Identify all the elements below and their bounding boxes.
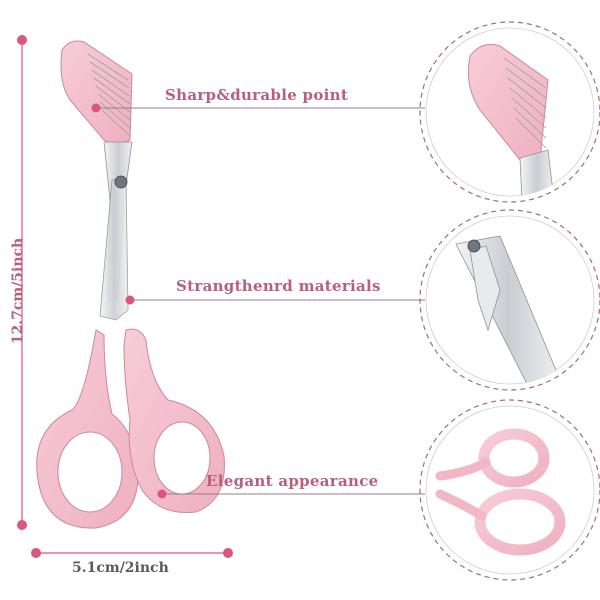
height-bottom-dot <box>17 520 27 530</box>
eyebrow-scissors <box>36 40 225 529</box>
width-dimension-line <box>31 548 233 558</box>
detail-circle-blade <box>419 209 600 391</box>
width-right-dot <box>223 548 233 558</box>
width-left-dot <box>31 548 41 558</box>
callout-sharp-durable-point: Sharp&durable point <box>165 86 349 104</box>
lower-blade <box>99 177 129 321</box>
detail-circle-comb <box>419 21 600 203</box>
height-top-dot <box>17 35 27 45</box>
callout-strengthened-materials: Strangthenrd materials <box>176 277 381 295</box>
width-dimension-label: 5.1cm/2inch <box>72 560 169 576</box>
callout-lines <box>91 103 425 499</box>
callout-elegant-appearance: Elegant appearance <box>206 472 379 490</box>
height-dimension-label: 12.7cm/5inch <box>10 237 26 345</box>
pivot-screw <box>114 175 128 189</box>
detail-circle-handles <box>419 399 600 581</box>
height-dimension-line <box>17 35 27 530</box>
comb-head <box>60 40 133 145</box>
